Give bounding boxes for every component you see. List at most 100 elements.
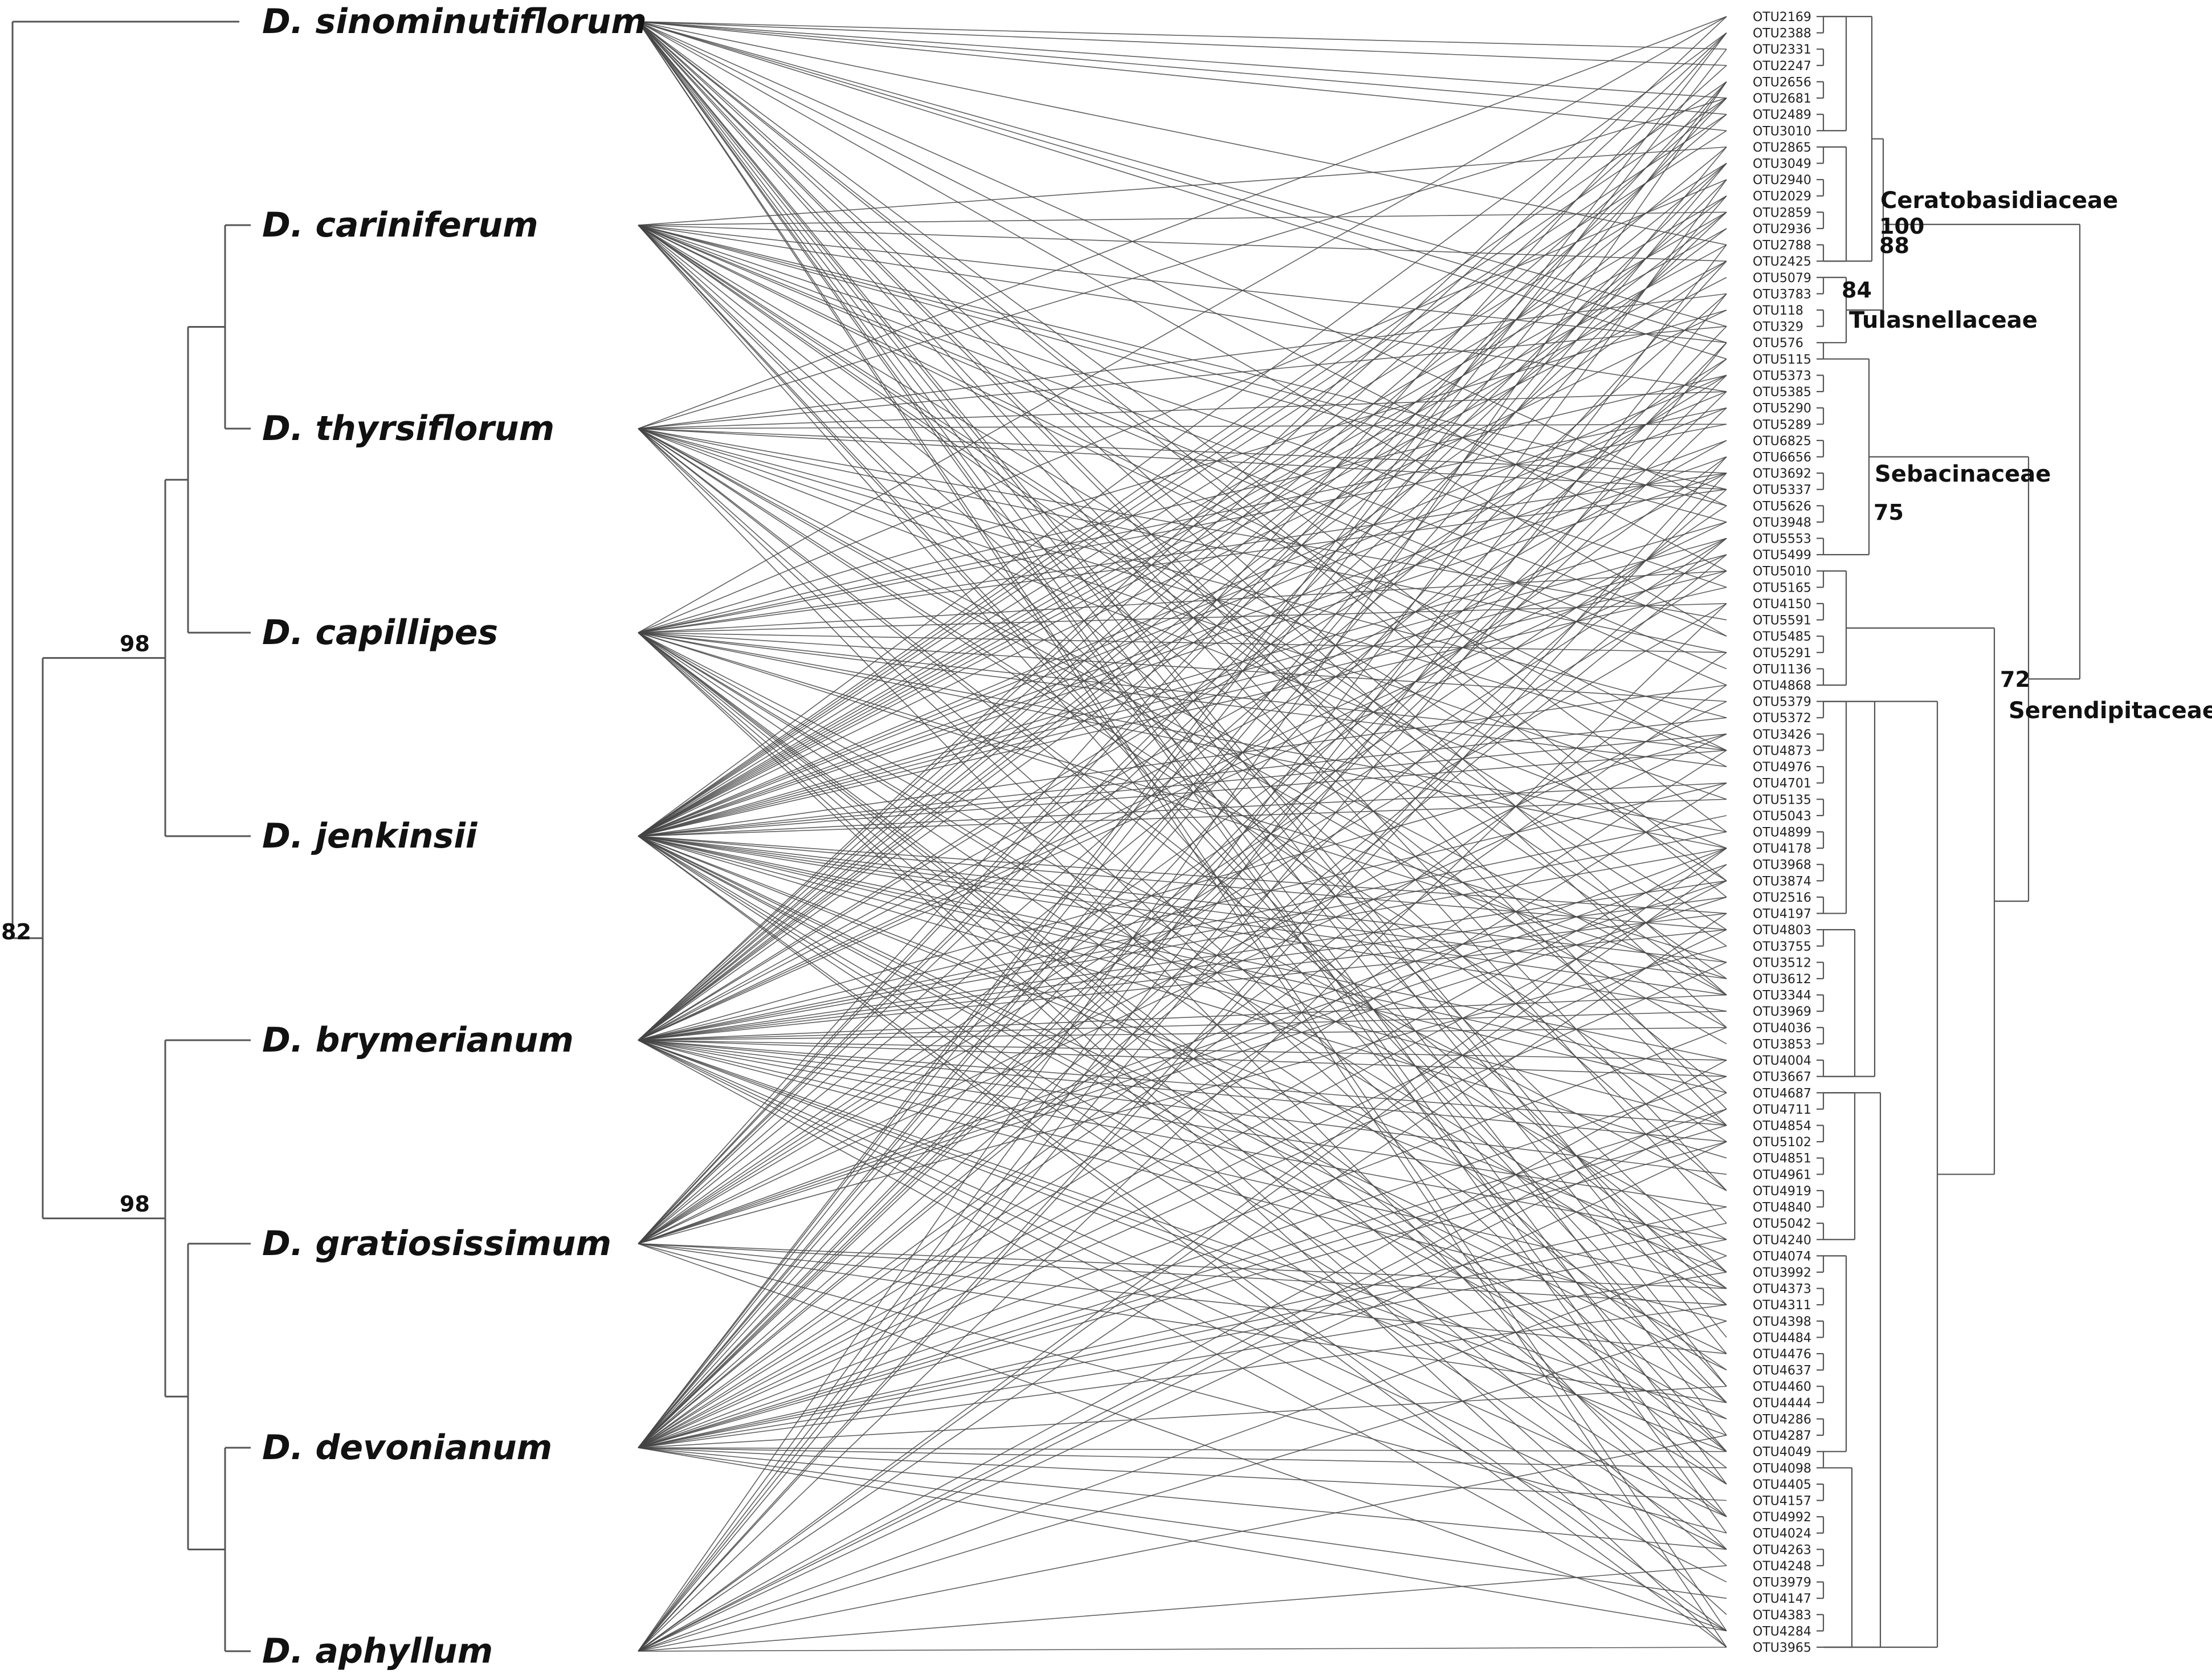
association-line [638, 1435, 1727, 1652]
association-line [638, 929, 1727, 1448]
association-line [638, 81, 1727, 837]
association-line [638, 21, 1727, 66]
association-line [638, 1125, 1727, 1448]
family-label-sebacinaceae: Sebacinaceae [1875, 461, 2051, 487]
otu-label: OTU3969 [1753, 1005, 1811, 1019]
association-line [638, 1040, 1727, 1175]
association-line [638, 1447, 1727, 1550]
association-line [638, 1109, 1727, 1448]
otu-label: OTU3968 [1753, 858, 1811, 873]
otu-label: OTU4476 [1753, 1347, 1811, 1362]
otu-label: OTU5291 [1753, 646, 1811, 661]
association-line [638, 359, 1727, 1244]
association-line [638, 848, 1727, 1652]
otu-label: OTU3874 [1753, 874, 1811, 889]
association-line [638, 32, 1727, 1448]
otu-label: OTU2936 [1753, 222, 1811, 237]
association-line [638, 21, 1727, 132]
family-labels: CeratobasidiaceaeTulasnellaceaeSebacinac… [1849, 188, 2212, 724]
otu-label: OTU5626 [1753, 499, 1811, 514]
association-line [638, 225, 1727, 751]
otu-label: OTU5553 [1753, 532, 1811, 547]
association-line [638, 228, 1727, 837]
otu-label: OTU3512 [1753, 956, 1811, 970]
association-line [638, 81, 1727, 1244]
association-line [638, 880, 1727, 1448]
association-line [638, 195, 1727, 1448]
association-line [638, 1255, 1727, 1652]
association-line [638, 326, 1727, 1448]
species-label: D. brymerianum [262, 1020, 574, 1060]
association-line [638, 97, 1727, 1244]
otu-label: OTU5337 [1753, 483, 1811, 498]
otu-label: OTU5165 [1753, 581, 1811, 595]
association-line [638, 836, 1727, 1648]
bootstrap-root: 82 [1, 919, 31, 944]
otu-label: OTU4263 [1753, 1543, 1811, 1557]
species-label: D. aphyllum [262, 1631, 493, 1671]
otu-label: OTU5373 [1753, 369, 1811, 383]
otu-label: OTU3965 [1753, 1641, 1811, 1655]
association-line [638, 32, 1727, 837]
otu-label: OTU4150 [1753, 597, 1811, 612]
otu-label: OTU4311 [1753, 1298, 1811, 1313]
otu-label: OTU5379 [1753, 695, 1811, 710]
otu-label: OTU4851 [1753, 1152, 1811, 1166]
species-label: D. gratiosissimum [262, 1224, 611, 1264]
otu-label: OTU3426 [1753, 728, 1811, 742]
association-line [638, 1092, 1727, 1652]
plant-phylogeny [11, 21, 251, 1652]
association-line [638, 836, 1727, 1403]
association-line [638, 1109, 1727, 1652]
association-line [638, 836, 1727, 1550]
association-line [638, 211, 1727, 1244]
association-line [638, 456, 1727, 1652]
otu-label: OTU3948 [1753, 516, 1811, 530]
otu-label: OTU5079 [1753, 271, 1811, 286]
association-line [638, 717, 1727, 837]
otu-label: OTU5042 [1753, 1217, 1811, 1231]
otu-label: OTU118 [1753, 304, 1803, 318]
association-line [638, 799, 1727, 837]
otu-label: OTU5372 [1753, 711, 1811, 726]
association-line [638, 880, 1727, 1041]
association-line [638, 1243, 1727, 1354]
species-label: D. capillipes [262, 613, 498, 653]
otu-label: OTU576 [1753, 336, 1803, 351]
association-line [638, 374, 1727, 633]
association-line [638, 782, 1727, 1448]
association-line [638, 359, 1727, 1041]
association-line [638, 1272, 1727, 1448]
otu-label: OTU5485 [1753, 630, 1811, 644]
otu-label: OTU4147 [1753, 1592, 1811, 1606]
association-line [638, 836, 1727, 1632]
association-line [638, 48, 1727, 1448]
otu-label: OTU4178 [1753, 842, 1811, 856]
association-line [638, 1141, 1727, 1448]
otu-label: OTU6656 [1753, 450, 1811, 465]
association-line [638, 848, 1727, 1448]
association-line [638, 21, 1727, 50]
association-line [638, 391, 1727, 1448]
association-line [638, 211, 1727, 226]
association-line [638, 293, 1727, 1652]
otu-label: OTU4036 [1753, 1021, 1811, 1036]
association-line [638, 21, 1727, 996]
bootstrap-sebacinaceae: 75 [1874, 500, 1904, 525]
species-label: D. devonianum [262, 1428, 552, 1468]
otu-label: OTU3667 [1753, 1070, 1811, 1085]
association-line [638, 1239, 1727, 1448]
bootstrap-tulasnellaceae: 84 [1842, 278, 1872, 303]
otu-label: OTU2388 [1753, 27, 1811, 41]
otu-label: OTU3783 [1753, 287, 1811, 302]
otu-label: OTU5591 [1753, 614, 1811, 628]
association-line [638, 260, 1727, 1041]
association-line [638, 408, 1727, 1448]
association-line [638, 836, 1727, 1517]
otu-label: OTU2859 [1753, 206, 1811, 220]
association-line [638, 428, 1727, 1289]
otu-label: OTU4637 [1753, 1364, 1811, 1378]
association-line [638, 1647, 1727, 1652]
otu-label: OTU4701 [1753, 777, 1811, 791]
